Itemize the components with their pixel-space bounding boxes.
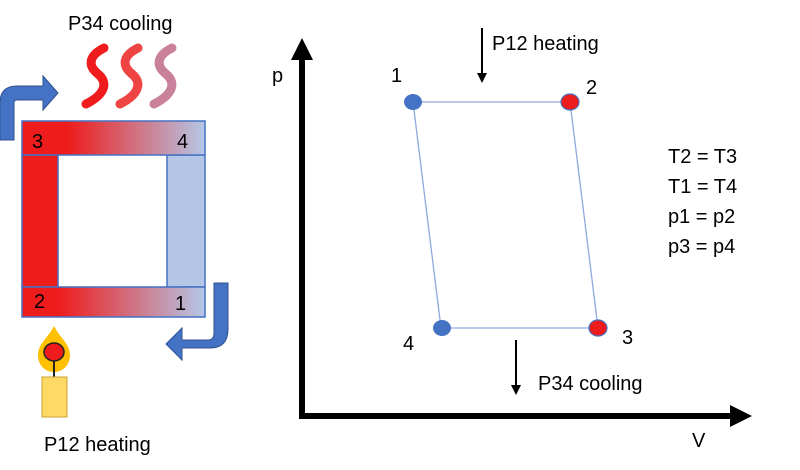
loop-corner-2: 2 [34, 291, 45, 313]
pv-diagram: p V 1 2 3 4 P12 heating P34 cooling T2 =… [272, 28, 752, 452]
state-point-1 [404, 94, 422, 110]
relation-4: p3 = p4 [668, 236, 735, 258]
cooling-label-top: P34 cooling [68, 13, 173, 35]
relation-2: T1 = T4 [668, 176, 737, 198]
candle-flame-icon [38, 326, 70, 418]
loop-corner-1: 1 [175, 293, 186, 315]
steam-icon [81, 43, 177, 109]
pipe-right-segment [166, 154, 206, 288]
flow-arrow-icon [165, 282, 229, 362]
point-label-1: 1 [391, 65, 402, 87]
cooling-arrow-label: P34 cooling [538, 373, 643, 395]
flow-arrow-icon [0, 74, 59, 141]
state-point-3 [588, 319, 608, 337]
cycle-outline [412, 101, 599, 329]
axis-v-arrowhead [730, 405, 752, 427]
heating-arrow-label: P12 heating [492, 33, 599, 55]
point-label-3: 3 [622, 327, 633, 349]
axis-p-arrowhead [291, 38, 313, 60]
steam-wisp-3 [149, 43, 177, 109]
process-2-3 [569, 101, 599, 329]
relation-3: p1 = p2 [668, 206, 735, 228]
loop-corner-4: 4 [177, 131, 188, 153]
axis-v-label: V [692, 430, 706, 452]
loop-corner-3: 3 [32, 131, 43, 153]
pipe-bottom-segment [21, 286, 206, 318]
pipe-top-segment [21, 120, 206, 156]
state-point-4 [433, 320, 451, 336]
point-label-4: 4 [403, 333, 414, 355]
relation-1: T2 = T3 [668, 146, 737, 168]
candle-body [41, 376, 68, 418]
state-point-2 [560, 93, 580, 111]
pipe-left-segment [21, 154, 59, 288]
heating-label-bottom: P12 heating [44, 434, 151, 456]
steam-wisp-2 [115, 43, 143, 109]
state-relations: T2 = T3 T1 = T4 p1 = p2 p3 = p4 [668, 146, 737, 258]
point-label-2: 2 [586, 77, 597, 99]
loop-apparatus: P34 cooling 3 4 2 1 P12 heating [0, 13, 229, 456]
axis-p-label: p [272, 65, 283, 87]
steam-wisp-1 [81, 43, 109, 109]
flame-inner [43, 342, 65, 362]
process-4-1 [412, 101, 442, 329]
